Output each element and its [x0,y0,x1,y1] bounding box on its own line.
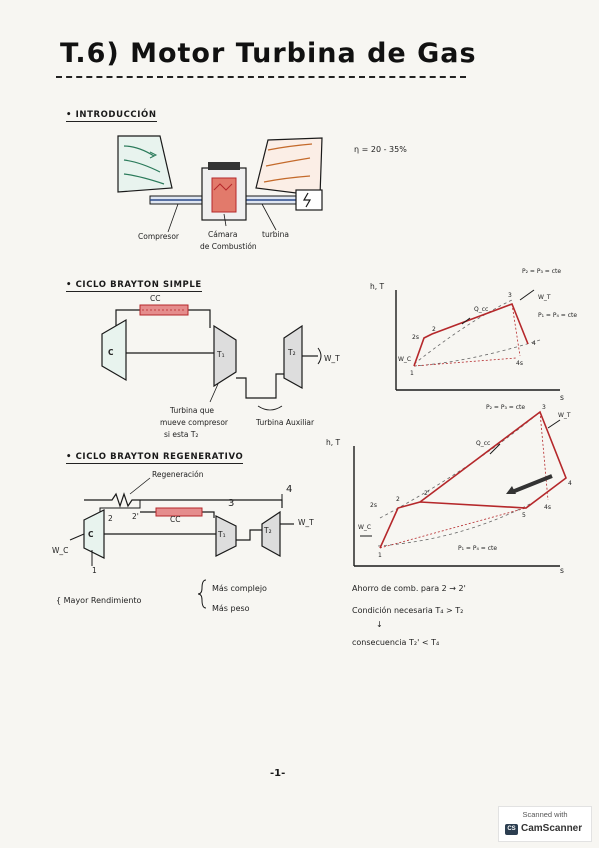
regen-ts-pressure-top: P₂ = P₃ = cte [486,404,526,411]
regen-note-arrow: ↓ [376,620,383,629]
page-number: -1- [270,768,286,779]
regen-t1-label: T₁ [218,530,226,539]
regen-compressor-label: C [88,530,94,539]
regen-t2-label: T₂ [264,526,272,535]
simple-ts-q-label: Q_cc [474,306,489,313]
regen-cons-2: Más peso [212,604,250,613]
regen-ts-point-2p: 2' [424,490,430,497]
simple-cc-label: CC [150,294,161,303]
regen-ts-pressure-bot: P₁ = P₄ = cte [458,545,498,552]
simple-note-auxiliar: Turbina Auxiliar [256,418,315,427]
simple-ts-point-2: 2 [432,326,436,333]
regen-note-3: consecuencia T₂' < T₄ [352,638,440,647]
label-compresor: Compresor [138,232,180,241]
label-turbina: turbina [262,230,289,239]
simple-t1-label: T₁ [217,350,225,359]
regen-ts-wc-label: W_C [358,524,372,531]
regen-note-1: Ahorro de comb. para 2 → 2' [352,584,466,593]
regen-point-1: 1 [92,566,97,575]
simple-ts-axis-y: h, T [370,282,385,291]
regen-pros: { Mayor Rendimiento [56,596,142,605]
regen-ts-point-3: 3 [542,404,546,411]
scanner-caption: Scanned with [522,810,568,819]
regen-ts-point-5: 5 [522,512,526,519]
simple-note-line1: Turbina que [170,406,214,415]
intro-heading: • INTRODUCCIÓN [66,110,157,122]
simple-t2-label: T₂ [288,348,296,357]
simple-heading: • CICLO BRAYTON SIMPLE [66,280,202,292]
simple-ts-point-3: 3 [508,292,512,299]
regen-note-2: Condición necesaria T₄ > T₂ [352,606,464,615]
simple-ts-point-1: 1 [410,370,414,377]
simple-ts-point-4s: 4s [516,360,523,367]
regen-ts-point-4s: 4s [544,504,551,511]
simple-note-line2: mueve compresor [160,418,229,427]
page-title: T.6) Motor Turbina de Gas [60,38,477,69]
simple-ts-pressure-top: P₂ = P₃ = cte [522,268,562,275]
regen-ts-axis-y: h, T [326,438,341,447]
simple-ts-point-2s: 2s [412,334,419,341]
label-camara: Cámara [208,230,238,239]
simple-ts-wt-label: W_T [538,294,551,301]
simple-note-line3: si esta T₂ [164,430,199,439]
regen-point-3: 3 [228,498,235,509]
regen-regeneracion-label: Regeneración [152,470,204,479]
simple-ts-point-4: 4 [532,340,536,347]
simple-compressor-label: C [108,348,114,357]
regen-ts-point-4: 4 [568,480,572,487]
regen-ts-q-label: Q_cc [476,440,491,447]
efficiency-range: η = 20 - 35% [354,145,407,154]
regen-heading: • CICLO BRAYTON REGENERATIVO [66,452,244,464]
regen-wt-label: W_T [298,518,314,527]
regen-point-2p: 2' [132,512,139,521]
camscanner-logo-icon: CS [505,824,518,835]
regen-ts-wt-label: W_T [558,412,571,419]
simple-wt-label: W_T [324,354,340,363]
regen-ts-point-2s: 2s [370,502,377,509]
regen-wc-label: W_C [52,546,69,555]
simple-ts-axis-x: s [560,393,564,402]
camscanner-watermark: Scanned with CS CamScanner [498,806,592,842]
regen-point-4: 4 [286,484,293,495]
label-de-combustion: de Combustión [200,242,257,251]
title-underline [56,76,466,78]
simple-ts-wc-label: W_C [398,356,412,363]
scanner-brand: CamScanner [521,823,583,834]
regen-ts-point-1: 1 [378,552,382,559]
regen-cc-label: CC [170,515,181,524]
regen-ts-axis-x: s [560,566,564,575]
regen-point-2: 2 [108,514,113,523]
regen-cons-1: Más complejo [212,584,267,593]
simple-ts-pressure-bot: P₁ = P₄ = cte [538,312,578,319]
regen-ts-point-2: 2 [396,496,400,503]
